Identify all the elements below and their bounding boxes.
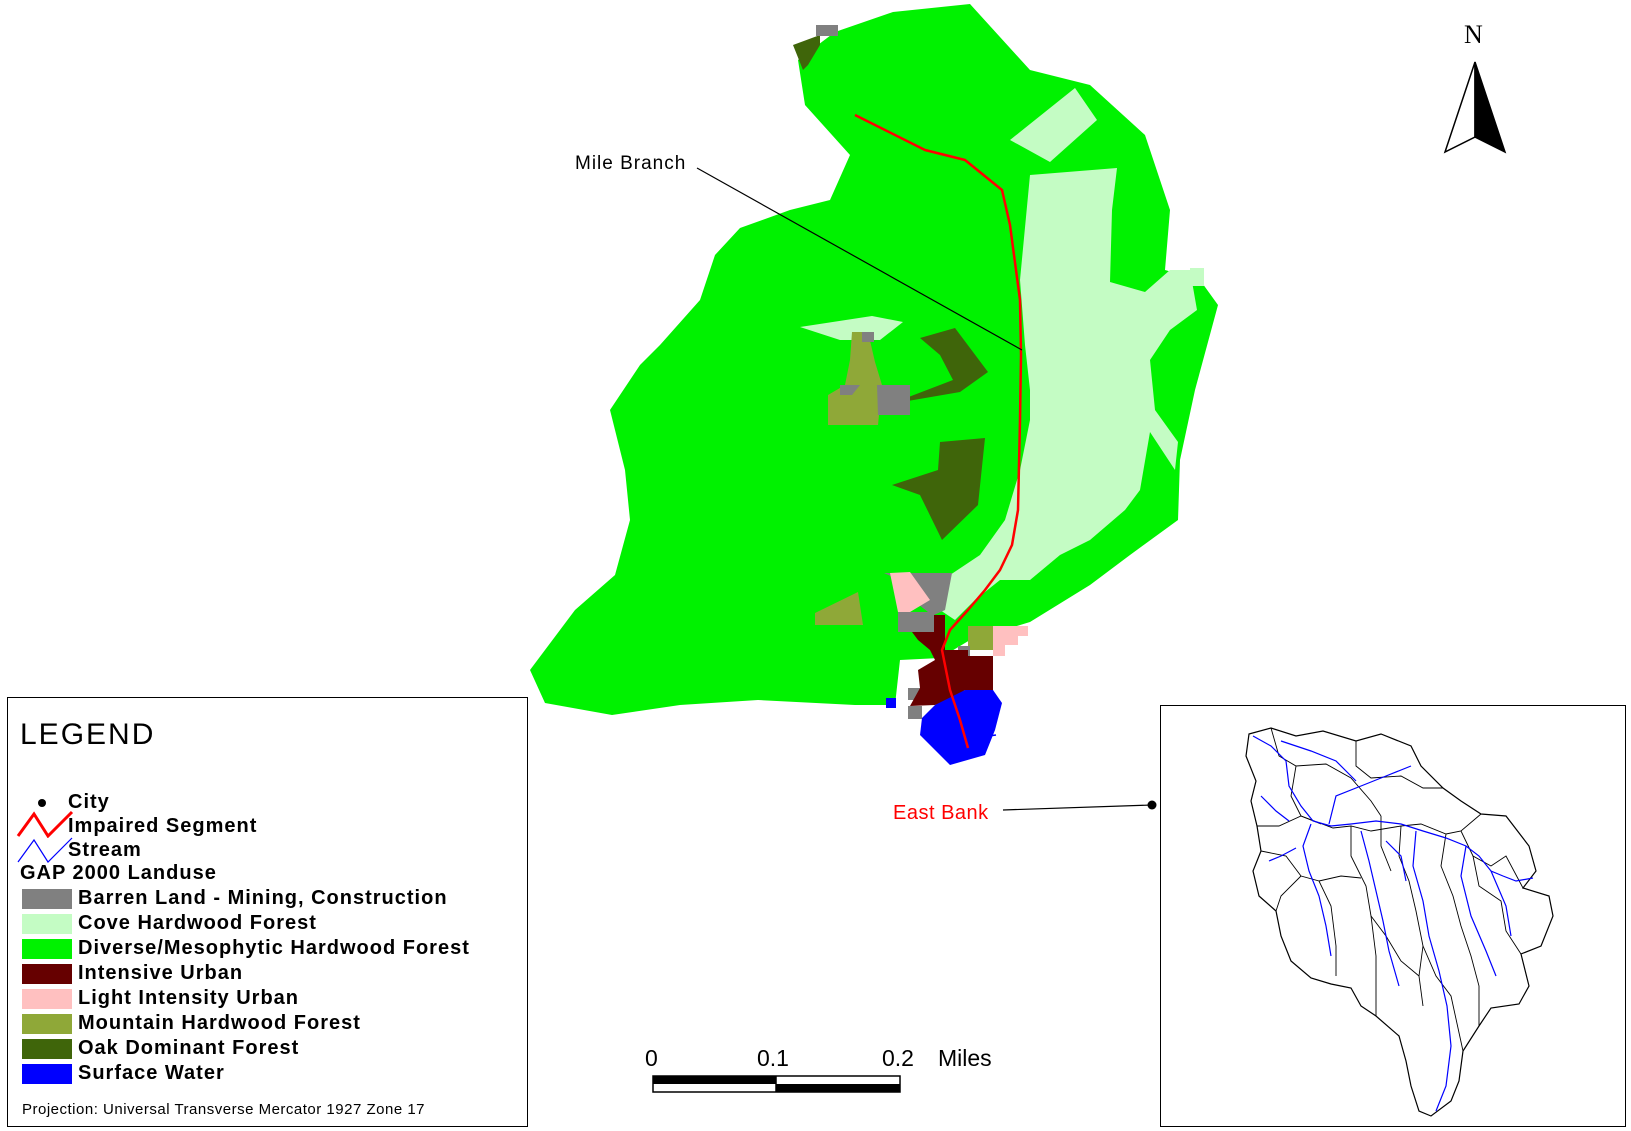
- oak-dominant-forest-area: [880, 328, 988, 408]
- legend-label-landuse: Oak Dominant Forest: [78, 1036, 300, 1059]
- scale-tick-0-2: 0.2: [882, 1045, 914, 1071]
- projection-note: Projection: Universal Transverse Mercato…: [22, 1101, 426, 1118]
- impaired-segment-line: [854, 113, 1023, 749]
- cove-hardwood-forest-area: [1010, 88, 1097, 162]
- legend-label-landuse: Intensive Urban: [78, 961, 244, 984]
- oak-dominant-forest-area: [892, 438, 985, 540]
- legend-label-landuse: Mountain Hardwood Forest: [78, 1011, 361, 1034]
- legend-item-landuse: Diverse/Mesophytic Hardwood Forest: [8, 936, 470, 960]
- landuse-swatch: [22, 964, 72, 984]
- cove-hardwood-forest-area: [1190, 268, 1204, 286]
- legend-label-stream: Stream: [68, 838, 142, 861]
- legend-item-landuse: Cove Hardwood Forest: [8, 911, 317, 935]
- barren-land-area: [908, 706, 922, 719]
- landuse-swatch: [22, 1064, 72, 1084]
- landuse-swatch: [22, 889, 72, 909]
- stream-line: [944, 741, 976, 746]
- north-arrow-letter: N: [1464, 20, 1483, 49]
- legend-item-landuse: Barren Land - Mining, Construction: [8, 886, 448, 910]
- scale-unit: Miles: [938, 1045, 992, 1071]
- scale-tick-0: 0: [645, 1045, 658, 1071]
- oak-dominant-forest-area: [793, 35, 820, 70]
- legend-item-city: City: [8, 790, 110, 814]
- landuse-swatch: [22, 989, 72, 1009]
- legend-label-landuse: Cove Hardwood Forest: [78, 911, 317, 934]
- mountain-hardwood-forest-area: [828, 332, 882, 425]
- inset-watershed-map: [1245, 727, 1554, 1117]
- barren-land-area: [840, 385, 860, 395]
- legend-item-landuse: Light Intensity Urban: [8, 986, 299, 1010]
- legend-item-stream: Stream: [8, 837, 142, 863]
- landuse-swatch: [22, 939, 72, 959]
- legend-label-city: City: [68, 790, 110, 813]
- east-bank-label: East Bank: [893, 802, 989, 824]
- barren-land-area: [877, 385, 910, 415]
- legend-item-landuse: Intensive Urban: [8, 961, 243, 985]
- inset-locator-map: [1160, 705, 1626, 1127]
- legend-panel: LEGEND City Impaired Segment Stream GAP …: [7, 697, 528, 1127]
- stream-icon: [17, 837, 73, 863]
- mile-branch-label: Mile Branch: [575, 153, 687, 174]
- legend-item-landuse: Surface Water: [8, 1061, 225, 1085]
- north-arrow-icon: [1443, 61, 1507, 154]
- legend-item-impaired: Impaired Segment: [8, 810, 258, 838]
- east-bank-leader-line: [1002, 804, 1153, 811]
- cove-hardwood-forest-area: [940, 168, 1197, 620]
- mountain-hardwood-forest-area: [815, 592, 863, 625]
- scale-bar: [652, 1075, 901, 1093]
- legend-label-landuse: Light Intensity Urban: [78, 986, 299, 1009]
- light-intensity-urban-area: [993, 626, 1028, 656]
- east-bank-connector-dot: [1147, 800, 1157, 810]
- scale-tick-0-1: 0.1: [757, 1045, 789, 1071]
- impaired-segment-icon: [16, 810, 74, 838]
- landuse-swatch: [22, 914, 72, 934]
- mile-branch-leader-line: [696, 167, 1023, 351]
- legend-label-impaired: Impaired Segment: [68, 814, 258, 837]
- legend-label-landuse: Surface Water: [78, 1061, 225, 1084]
- surface-water-area: [886, 698, 896, 708]
- landuse-swatch: [22, 1039, 72, 1059]
- legend-landuse-heading: GAP 2000 Landuse: [20, 862, 217, 884]
- light-intensity-urban-area: [890, 572, 930, 612]
- intensive-urban-area: [910, 615, 993, 706]
- landuse-swatch: [22, 1014, 72, 1034]
- barren-land-area: [862, 332, 874, 342]
- legend-label-landuse: Diverse/Mesophytic Hardwood Forest: [78, 936, 470, 959]
- legend-title: LEGEND: [20, 718, 156, 751]
- city-dot-icon: [38, 799, 46, 807]
- legend-item-landuse: Mountain Hardwood Forest: [8, 1011, 361, 1035]
- barren-land-area: [816, 25, 838, 36]
- legend-label-landuse: Barren Land - Mining, Construction: [78, 886, 448, 909]
- legend-item-landuse: Oak Dominant Forest: [8, 1036, 299, 1060]
- cove-hardwood-forest-area: [800, 316, 903, 340]
